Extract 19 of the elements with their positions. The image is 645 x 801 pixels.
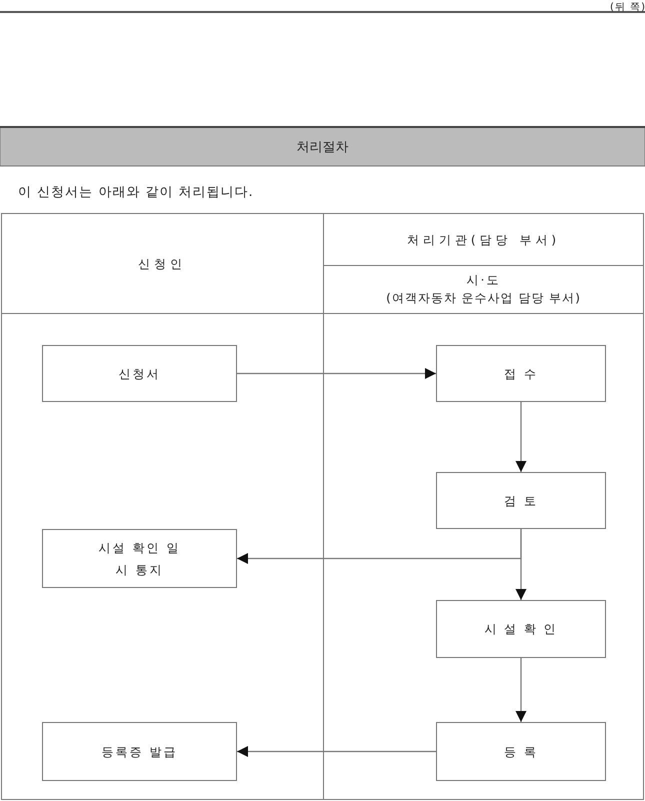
process-box: 시설 확인 일시 통지 (42, 529, 237, 588)
section-title: 처리절차 (296, 139, 350, 156)
column-header: 신청인 (137, 256, 187, 273)
process-box: 접 수 (436, 345, 606, 402)
process-box: 등록증 발급 (42, 722, 237, 781)
page-note: (뒤 쪽) (610, 1, 645, 14)
arrow (516, 658, 526, 722)
column-header: 처리기관(담당 부서) (406, 232, 562, 249)
intro-text: 이 신청서는 아래와 같이 처리됩니다. (18, 184, 254, 201)
arrow (237, 746, 436, 757)
column-header: (여객자동차 운수사업 담당 부서) (385, 290, 582, 307)
process-box: 시 설 확 인 (436, 600, 606, 658)
column-header: 시·도 (466, 272, 502, 289)
process-box: 등 록 (436, 722, 606, 781)
process-box: 검 토 (436, 472, 606, 529)
arrow (516, 529, 526, 600)
arrow (237, 368, 436, 379)
process-box: 신청서 (42, 345, 237, 402)
arrow (516, 402, 526, 472)
